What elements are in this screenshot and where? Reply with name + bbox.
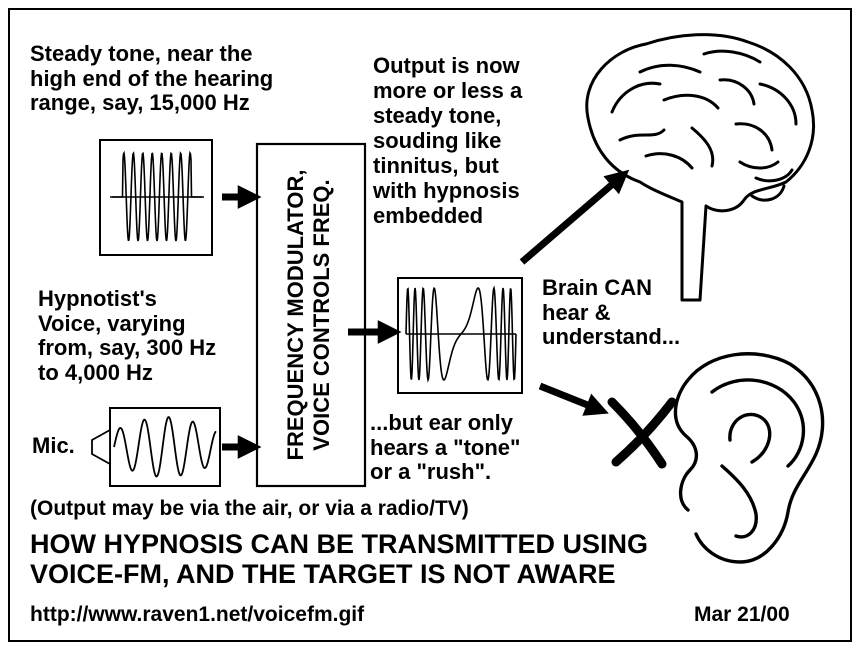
cross-mark-icon [607, 397, 677, 469]
ear-label: ...but ear only hears a "tone" or a "rus… [370, 410, 521, 485]
voice-label: Hypnotist's Voice, varying from, say, 30… [38, 286, 217, 385]
mic-label: Mic. [32, 433, 75, 458]
date-label: Mar 21/00 [694, 603, 790, 626]
microphone-icon [91, 428, 111, 466]
carrier-wave-icon [99, 139, 213, 256]
fm-output-wave-icon [397, 277, 523, 394]
ear-icon [673, 352, 825, 564]
carrier-label: Steady tone, near the high end of the he… [30, 41, 274, 116]
diagram-frame [8, 8, 852, 642]
brain-label: Brain CAN hear & understand... [542, 275, 681, 350]
output-note: (Output may be via the air, or via a rad… [30, 497, 469, 520]
modulator-label: FREQUENCY MODULATOR, VOICE CONTROLS FREQ… [283, 169, 335, 461]
voice-wave-icon [109, 407, 221, 487]
modulator-box [255, 142, 367, 488]
output-label: Output is now more or less a steady tone… [373, 53, 523, 229]
output-to-ear-arrow [538, 382, 609, 416]
output-to-brain-arrow [519, 169, 630, 265]
brain-icon [585, 33, 816, 302]
source-url: http://www.raven1.net/voicefm.gif [30, 603, 365, 626]
headline: HOW HYPNOSIS CAN BE TRANSMITTED USING VO… [30, 529, 649, 590]
